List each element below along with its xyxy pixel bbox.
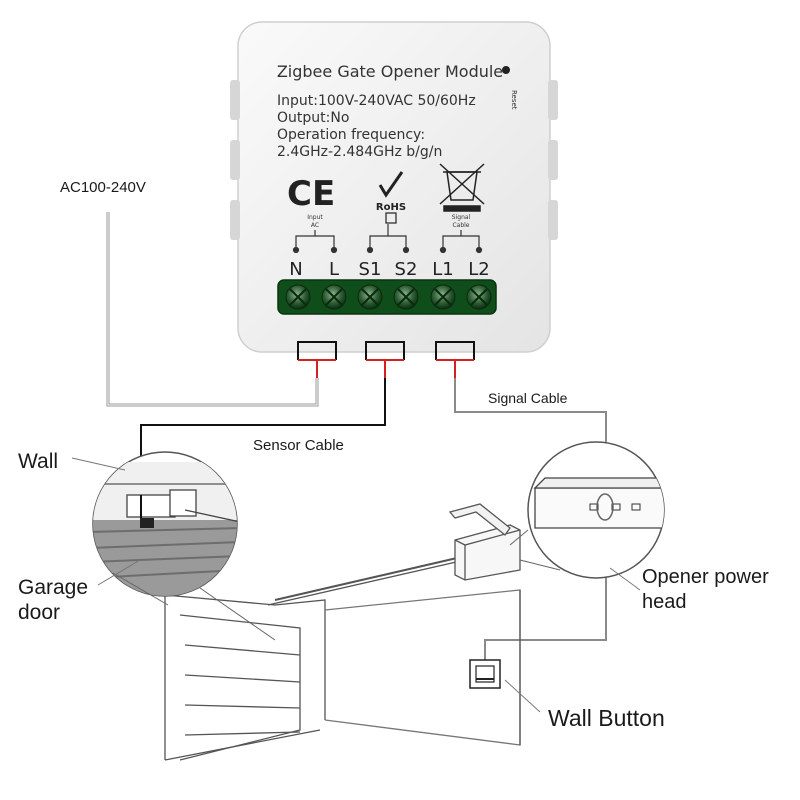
reset-label: Reset — [510, 90, 518, 110]
screw-terminals — [285, 284, 492, 310]
weee-bin-icon — [439, 163, 485, 212]
wall-pointer — [71, 457, 126, 471]
sensor-cable-label: Sensor Cable — [253, 437, 344, 454]
terminal-group-brackets — [292, 224, 483, 254]
screw-terminal-icon[interactable] — [430, 284, 456, 310]
garage-door-label-2: door — [18, 601, 60, 624]
wall-label: Wall — [18, 450, 58, 473]
terminal-label-s2: S2 — [395, 259, 418, 280]
wire-pair-input — [297, 341, 337, 378]
opener-label-2: head — [642, 591, 687, 613]
wall-button-pointer — [504, 679, 541, 713]
ac-power-wire-inner — [107, 212, 318, 406]
rohs-icon: RoHS — [376, 171, 406, 224]
screw-terminal-icon[interactable] — [285, 284, 311, 310]
terminal-block — [277, 279, 497, 315]
screw-terminal-icon[interactable] — [393, 284, 419, 310]
spec-input: Input:100V-240VAC 50/60Hz — [277, 93, 476, 109]
module-side-ribs — [230, 80, 558, 240]
opener-head-detail — [509, 441, 665, 579]
wall-sensor-detail — [92, 451, 276, 641]
wire-pair-sensor — [365, 341, 405, 378]
terminal-label-l1: L1 — [432, 259, 453, 280]
ce-mark-icon: CE — [287, 174, 335, 214]
module-body — [237, 21, 551, 353]
gate-opener-module: Zigbee Gate Opener Module Reset Input:10… — [230, 21, 558, 353]
garage-door-label-1: Garage — [18, 576, 88, 599]
garage-door-pointer — [97, 559, 141, 586]
spec-output: Output:No — [277, 110, 349, 126]
garage-door — [179, 614, 301, 761]
terminal-label-s1: S1 — [359, 259, 382, 280]
signal-cable-label: Signal Cable — [488, 390, 568, 406]
group-input-label-1: Input — [307, 214, 323, 221]
spec-frequency-label: Operation frequency: — [277, 127, 425, 143]
group-signal-label-2: Cable — [452, 222, 469, 229]
wall-button-icon[interactable] — [469, 659, 501, 689]
wall-button-label: Wall Button — [548, 705, 665, 731]
terminal-label-l2: L2 — [468, 259, 489, 280]
opener-label-1: Opener power — [642, 566, 769, 588]
spec-frequency-value: 2.4GHz-2.484GHz b/g/n — [277, 144, 442, 160]
screw-terminal-icon[interactable] — [321, 284, 347, 310]
terminal-label-n: N — [289, 259, 302, 280]
opener-pointer — [609, 567, 641, 591]
opener-power-head — [448, 503, 521, 581]
terminal-label-l: L — [329, 259, 339, 280]
rohs-label: RoHS — [376, 202, 406, 213]
group-input-label-2: AC — [311, 222, 319, 229]
group-signal-label-1: Signal — [452, 214, 471, 221]
garage-scene — [164, 503, 521, 761]
screw-terminal-icon[interactable] — [466, 284, 492, 310]
ac-input-label: AC100-240V — [60, 179, 146, 196]
wire-pair-signal — [435, 341, 475, 378]
reset-button-icon[interactable] — [502, 66, 510, 74]
screw-terminal-icon[interactable] — [357, 284, 383, 310]
module-title: Zigbee Gate Opener Module — [277, 62, 503, 81]
